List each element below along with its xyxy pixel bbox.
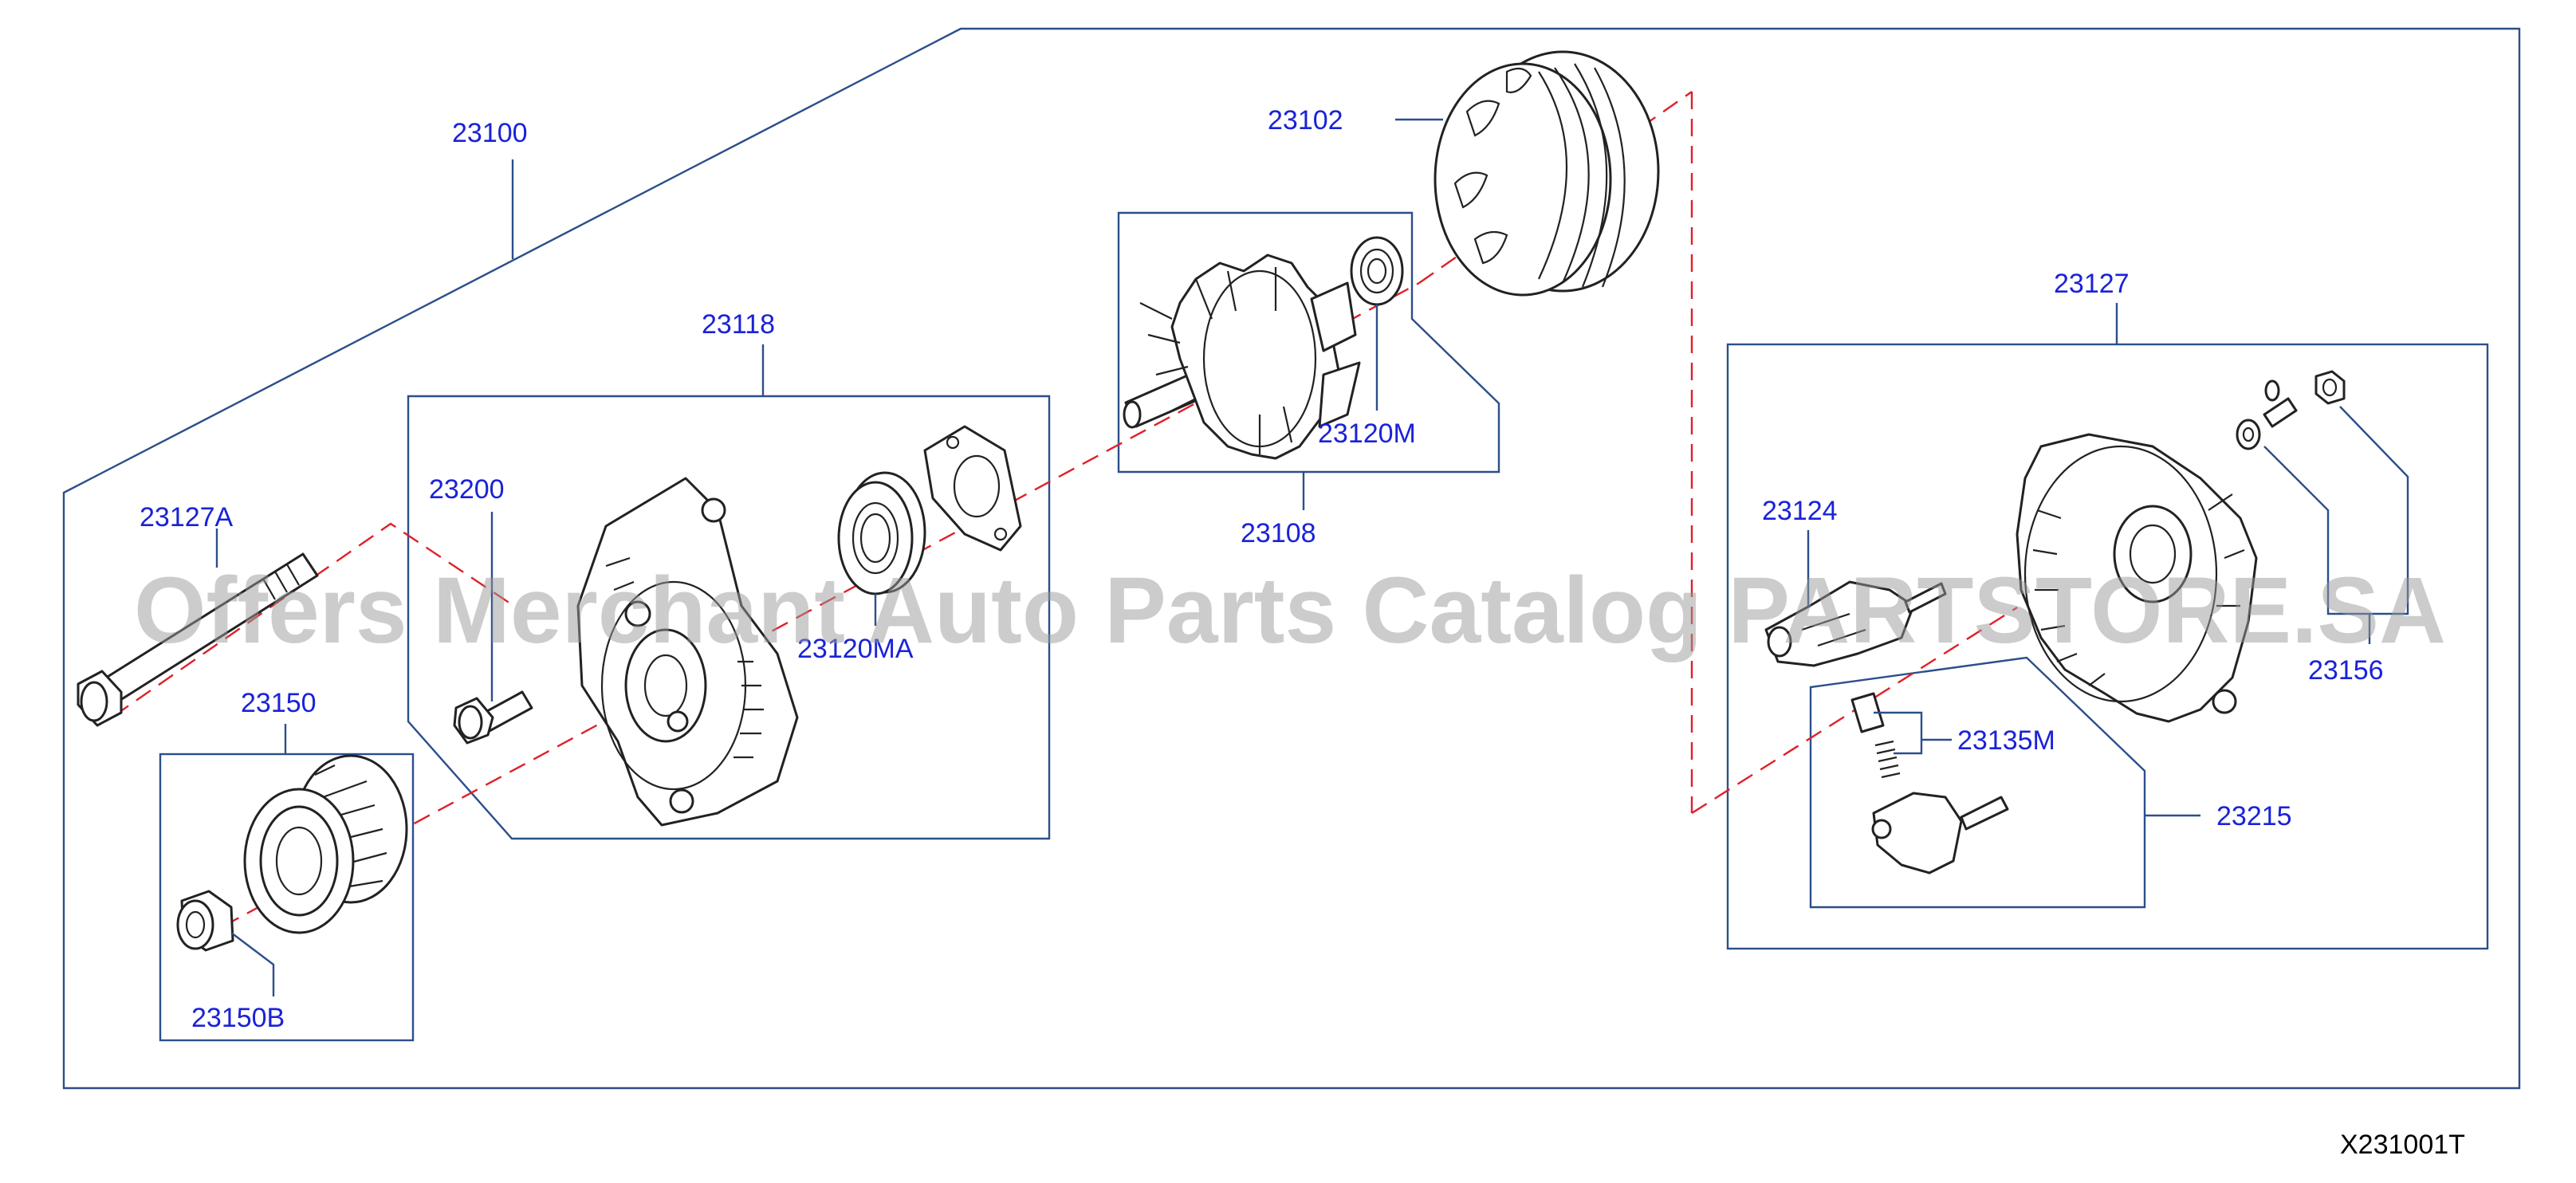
rear-bearing-drawing [1350, 236, 1404, 306]
through-bolt-drawing [77, 552, 319, 727]
terminal-nut-drawing [2314, 370, 2346, 405]
stator-drawing [1434, 50, 1660, 297]
pulley-nut-drawing [176, 890, 234, 952]
part-label-23150B[interactable]: 23150B [191, 1003, 285, 1033]
part-label-23127[interactable]: 23127 [2054, 269, 2130, 299]
screw-drawing [453, 690, 533, 745]
part-label-23100[interactable]: 23100 [452, 118, 528, 148]
part-label-23127A[interactable]: 23127A [140, 502, 234, 533]
brush-drawing [1850, 692, 1901, 779]
terminal-bolt-drawing [2236, 379, 2298, 450]
frame-23150 [159, 753, 415, 1042]
front-bearing-drawing [837, 471, 926, 595]
frame-23215 [1809, 656, 2146, 909]
brush-holder-drawing [1871, 792, 2009, 874]
rear-housing-drawing [2016, 433, 2258, 723]
part-label-23135M[interactable]: 23135M [1957, 725, 2055, 756]
retainer-plate-drawing [923, 425, 1022, 552]
axis-bolt-line [113, 522, 511, 717]
part-label-23102[interactable]: 23102 [1268, 105, 1343, 136]
front-housing-drawing [576, 477, 799, 827]
part-label-23120M[interactable]: 23120M [1318, 419, 1416, 449]
leader-23135M [1874, 711, 1923, 755]
frame-23108 [1117, 211, 1500, 474]
part-label-23108[interactable]: 23108 [1241, 518, 1316, 548]
part-label-23120MA[interactable]: 23120MA [797, 634, 914, 664]
part-label-23150[interactable]: 23150 [241, 688, 317, 718]
regulator-drawing [1764, 580, 1947, 667]
part-label-23124[interactable]: 23124 [1762, 496, 1838, 526]
frame-23118 [407, 395, 1051, 840]
rotor-drawing [1123, 254, 1361, 460]
leader-23150B [230, 932, 275, 996]
part-label-23215[interactable]: 23215 [2216, 801, 2292, 831]
frame-23127 [1726, 343, 2489, 950]
part-label-23156[interactable]: 23156 [2308, 655, 2384, 686]
diagram-code: X231001T [2340, 1130, 2465, 1160]
pulley-drawing [243, 754, 408, 934]
watermark-text: Offers Merchant Auto Parts Catalog PARTS… [134, 558, 2446, 663]
part-label-23200[interactable]: 23200 [429, 474, 505, 505]
assembly-frame-23100 [62, 27, 2521, 1090]
part-label-23118[interactable]: 23118 [702, 309, 775, 340]
